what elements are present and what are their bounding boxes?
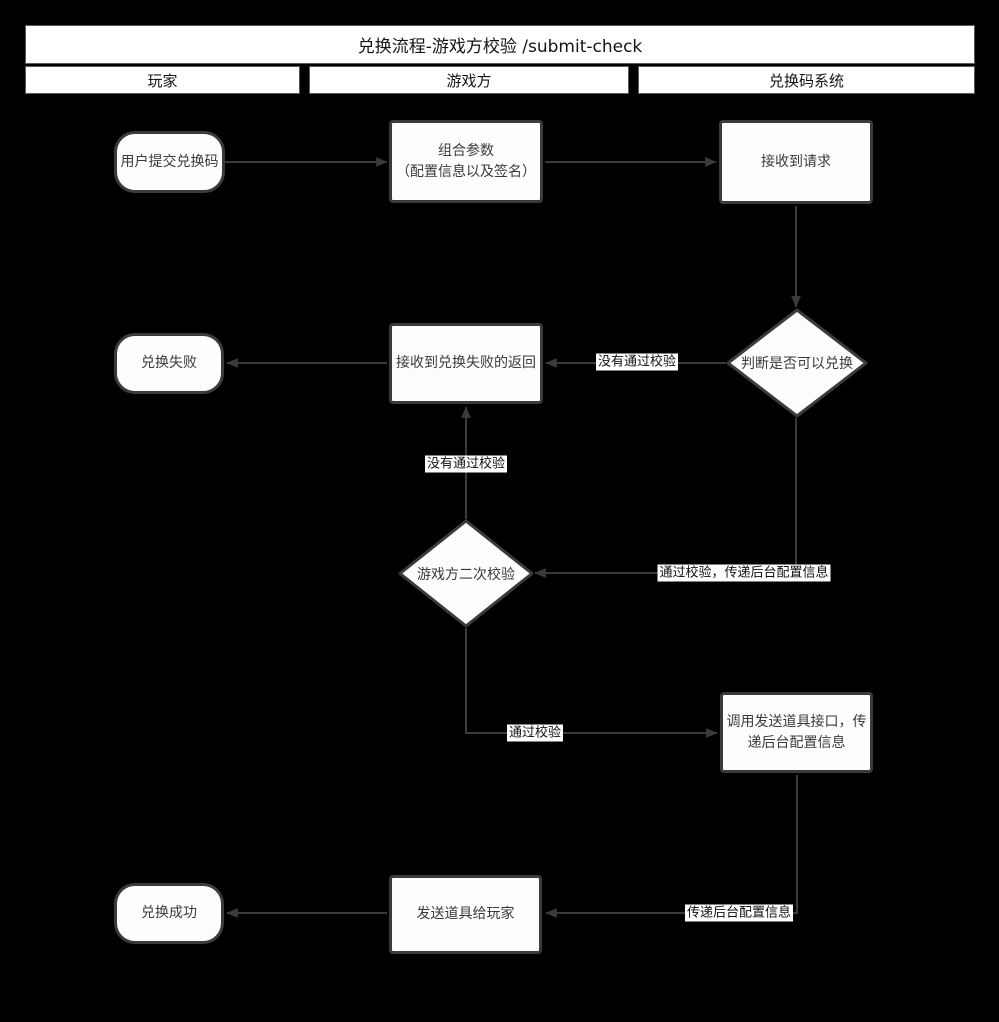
node-send-item-to-player: 发送道具给玩家 (389, 875, 542, 954)
edge-label-pass-check: 通过校验 (506, 724, 564, 742)
lane-header-game: 游戏方 (309, 66, 629, 94)
node-label: 接收到兑换失败的返回 (396, 355, 536, 371)
node-label-line1: 组合参数 (438, 142, 494, 159)
node-submit-code: 用户提交兑换码 (114, 131, 225, 193)
node-label: 接收到请求 (761, 153, 831, 170)
node-label: 用户提交兑换码 (120, 153, 219, 170)
node-receive-request: 接收到请求 (719, 120, 873, 204)
node-redeem-fail: 兑换失败 (114, 333, 224, 394)
edge-label-fail-check-1: 没有通过校验 (595, 353, 679, 371)
edge-call-to-send-item (545, 775, 798, 918)
lane-header-code-system: 兑换码系统 (638, 66, 975, 94)
diagram-title: 兑换流程-游戏方校验 /submit-check (357, 37, 643, 57)
node-combine-params: 组合参数 （配置信息以及签名） (389, 120, 543, 203)
edge-label-pass-config: 传递后台配置信息 (684, 904, 794, 922)
edge-label-fail-check-2: 没有通过校验 (424, 455, 508, 473)
node-label-line1: 调用发送道具接口，传 (726, 713, 867, 730)
lane-label: 玩家 (147, 71, 178, 90)
node-second-check-label: 游戏方二次校验 (417, 567, 515, 583)
node-receive-fail-return: 接收到兑换失败的返回 (389, 323, 543, 404)
node-label-line2: （配置信息以及签名） (396, 163, 536, 180)
node-call-send-item: 调用发送道具接口，传 递后台配置信息 (720, 692, 873, 773)
node-redeem-success: 兑换成功 (114, 883, 224, 944)
edge-judge-to-second-check (534, 418, 797, 578)
node-judge-redeemable-label: 判断是否可以兑换 (741, 356, 853, 372)
lane-label: 兑换码系统 (768, 71, 844, 90)
node-label: 发送道具给玩家 (416, 906, 515, 922)
node-label: 兑换成功 (141, 905, 197, 921)
edge-label-pass-check-with-config: 通过校验，传递后台配置信息 (657, 564, 831, 582)
lane-header-player: 玩家 (25, 66, 300, 94)
node-label: 兑换失败 (141, 355, 197, 371)
lane-label: 游戏方 (446, 71, 492, 90)
node-label-line2: 递后台配置信息 (747, 734, 846, 751)
edge-second-check-to-call (465, 628, 718, 738)
diagram-title-bar: 兑换流程-游戏方校验 /submit-check (25, 25, 975, 64)
